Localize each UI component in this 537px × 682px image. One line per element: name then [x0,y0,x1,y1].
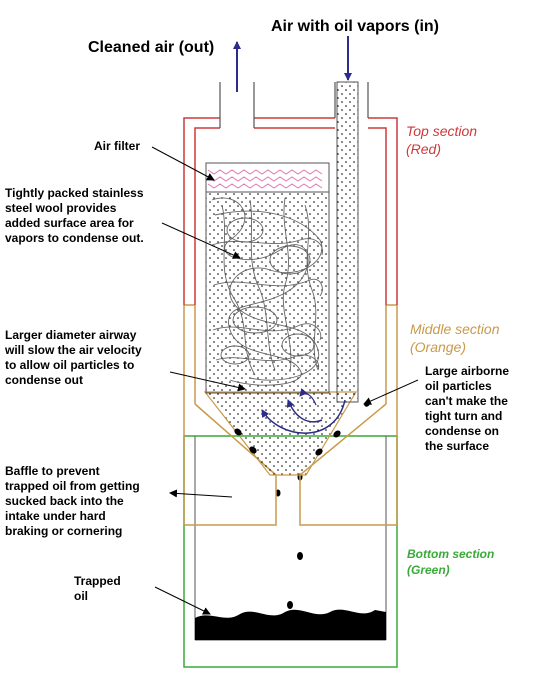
middle-section-label: Middle section (Orange) [410,321,500,355]
flow-arrow [261,399,346,434]
flow-arrow [286,399,323,423]
air-filter-zigzag [207,169,323,189]
bottom-section-label: Bottom section (Green) [407,547,495,577]
middle-section-outline [183,305,398,526]
leader-baffle [169,489,233,498]
oil-drop [315,448,323,456]
top-inner-walls [194,127,387,305]
inlet-tube [336,81,359,403]
leader-air-filter [151,146,215,181]
outlet-tube [219,82,255,128]
top-section-outline [183,117,398,305]
air-in-label: Air with oil vapors (in) [271,18,440,35]
trapped-oil-pool [195,609,386,640]
oil-drop [333,430,341,438]
steel-wool-label: Tightly packed stainless steel wool prov… [5,186,144,245]
flow-arrow [299,388,317,406]
oil-drop [249,446,257,454]
oil-drop [287,601,293,609]
air-out-label: Cleaned air (out) [88,39,215,56]
leader-airway [169,371,246,392]
steel-wool [211,197,323,386]
air-filter-label: Air filter [94,139,141,153]
trapped-oil-label: Trapped oil [74,574,121,603]
inlet-outer-walls [334,82,369,118]
middle-side-walls [184,304,397,404]
leader-airborne [363,379,419,405]
leader-trapped-oil [154,586,211,615]
top-section-label: Top section (Red) [406,123,478,157]
baffle-label: Baffle to prevent trapped oil from getti… [5,464,140,538]
airborne-label: Large airborne oil particles can't make … [425,364,510,453]
airway-label: Larger diameter airway will slow the air… [5,328,142,387]
oil-drop [297,552,303,560]
oil-drop [234,428,242,436]
leader-steel-wool [161,222,241,259]
